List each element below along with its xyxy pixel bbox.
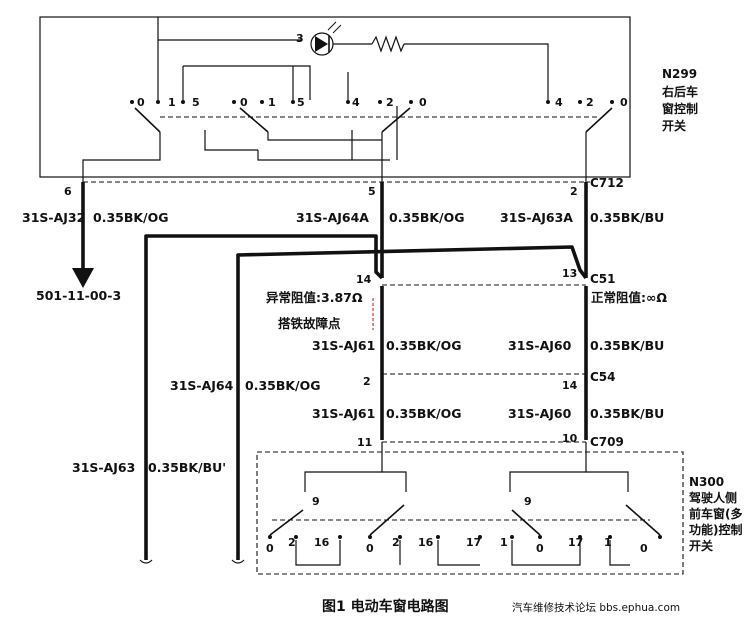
resistor-icon — [371, 35, 405, 53]
bottom-pos-1b: 1 — [604, 536, 612, 549]
n300-line2: 前车窗(多 — [689, 506, 743, 521]
n300-line3: 功能)控制 — [689, 522, 743, 537]
pin-c709-11: 11 — [357, 436, 372, 449]
n299-line1: 右后车 — [661, 84, 698, 99]
wire-aj64a-spec: 0.35BK/OG — [389, 210, 465, 225]
wire-aj63-spec: 0.35BK/BU' — [148, 460, 226, 475]
bottom-pos-17b: 17 — [568, 536, 583, 549]
top-s2-pos4: 4 — [352, 96, 360, 109]
bottom-switch-blade-3 — [511, 509, 541, 536]
pin-c51-13: 13 — [562, 267, 577, 280]
n299-id: N299 — [662, 67, 697, 81]
bottom-pos-16b: 16 — [418, 536, 434, 549]
wire-aj61-b-spec: 0.35BK/OG — [386, 406, 462, 421]
pin-c712-2: 2 — [570, 185, 578, 198]
top-s2-pos0: 0 — [240, 96, 248, 109]
bottom-pos-2b: 2 — [392, 536, 400, 549]
n299-line2: 窗控制 — [662, 101, 698, 116]
connector-lines — [83, 181, 590, 443]
led-icon — [310, 21, 342, 56]
bottom-pos-0d: 0 — [640, 542, 648, 555]
wire-aj61-a-spec: 0.35BK/OG — [386, 338, 462, 353]
watermark: 汽车维修技术论坛 bbs.ephua.com — [512, 601, 680, 614]
bottom-pos-0b: 0 — [366, 542, 374, 555]
pin-c51-14: 14 — [356, 273, 372, 286]
ground-arrow-icon — [72, 268, 94, 288]
wire-aj63a-spec: 0.35BK/BU — [590, 210, 664, 225]
n300-module: N300 驾驶人侧 前车窗(多 功能)控制 开关 9 9 0 2 16 0 2 … — [256, 442, 743, 575]
top-s4-pos4: 4 — [555, 96, 563, 109]
top-switch-blade-2 — [239, 107, 269, 133]
led-label: 3 — [296, 32, 304, 45]
top-s2-pos1: 1 — [268, 96, 276, 109]
bottom-s3-pos9: 9 — [524, 495, 532, 508]
wire-labels: 31S-AJ32 0.35BK/OG 31S-AJ64A 0.35BK/OG 3… — [22, 210, 664, 475]
ground-ref: 501-11-00-3 — [36, 288, 121, 303]
n300-line1: 驾驶人侧 — [688, 490, 737, 505]
top-switch-blade-3 — [381, 107, 411, 133]
wire-aj32-spec: 0.35BK/OG — [93, 210, 169, 225]
resistance-notes: 异常阻值:3.87Ω 搭铁故障点 正常阻值:∞Ω — [266, 290, 667, 331]
wire-aj64-spec: 0.35BK/OG — [245, 378, 321, 393]
wire-aj64a: 31S-AJ64A — [296, 210, 369, 225]
pin-c712-5: 5 — [368, 185, 376, 198]
bottom-s1-pos9: 9 — [312, 495, 320, 508]
connector-c51: C51 — [590, 272, 616, 286]
top-switch-blade-4 — [585, 107, 613, 133]
fault-point-note: 搭铁故障点 — [278, 316, 341, 331]
top-s3-pos2: 2 — [386, 96, 394, 109]
top-s1-pos1: 1 — [168, 96, 176, 109]
wire-aj61-a: 31S-AJ61 — [312, 338, 375, 353]
n300-box — [256, 451, 684, 575]
top-s2-pos5: 5 — [297, 96, 305, 109]
n300-line4: 开关 — [689, 538, 713, 553]
connector-c709: C709 — [590, 435, 624, 449]
top-s1-pos0: 0 — [137, 96, 145, 109]
wire-runs — [72, 132, 588, 564]
n300-id: N300 — [689, 475, 724, 489]
n299-box — [39, 16, 631, 178]
n299-internal-wiring: 3 — [157, 17, 549, 161]
bottom-pos-0c: 0 — [536, 542, 544, 555]
bottom-pos-17a: 17 — [466, 536, 481, 549]
connector-c712: C712 — [590, 176, 624, 190]
wire-aj63: 31S-AJ63 — [72, 460, 135, 475]
connector-c54: C54 — [590, 370, 616, 384]
top-switch-group: 0 1 5 0 1 5 4 2 0 4 2 0 — [130, 96, 628, 133]
pin-c709-10: 10 — [562, 432, 578, 445]
wire-aj32: 31S-AJ32 — [22, 210, 85, 225]
pin-c54-2: 2 — [363, 375, 371, 388]
bottom-pos-2a: 2 — [288, 536, 296, 549]
n299-line3: 开关 — [662, 118, 686, 133]
pin-c712-6: 6 — [64, 185, 72, 198]
top-s1-pos5: 5 — [192, 96, 200, 109]
bottom-pos-16a: 16 — [314, 536, 330, 549]
normal-resistance-note: 正常阻值:∞Ω — [591, 290, 667, 305]
figure-caption: 图1 电动车窗电路图 — [322, 598, 449, 615]
top-s4-pos0: 0 — [620, 96, 628, 109]
wire-aj60-b: 31S-AJ60 — [508, 406, 572, 421]
wire-aj61-b: 31S-AJ61 — [312, 406, 375, 421]
top-switch-blade-1 — [134, 107, 161, 133]
bottom-pos-1a: 1 — [500, 536, 508, 549]
wire-aj64: 31S-AJ64 — [170, 378, 234, 393]
top-s4-pos2: 2 — [586, 96, 594, 109]
bottom-pos-0a: 0 — [266, 542, 274, 555]
wire-aj60-a-spec: 0.35BK/BU — [590, 338, 664, 353]
wire-aj60-b-spec: 0.35BK/BU — [590, 406, 664, 421]
pin-c54-14: 14 — [562, 379, 578, 392]
wire-aj63a: 31S-AJ63A — [500, 210, 573, 225]
abnormal-resistance-note: 异常阻值:3.87Ω — [266, 290, 363, 305]
top-s3-pos0: 0 — [419, 96, 427, 109]
wire-aj60-a: 31S-AJ60 — [508, 338, 572, 353]
bottom-switch-blade-1 — [269, 509, 304, 536]
n299-module: N299 右后车 窗控制 开关 — [39, 16, 698, 178]
